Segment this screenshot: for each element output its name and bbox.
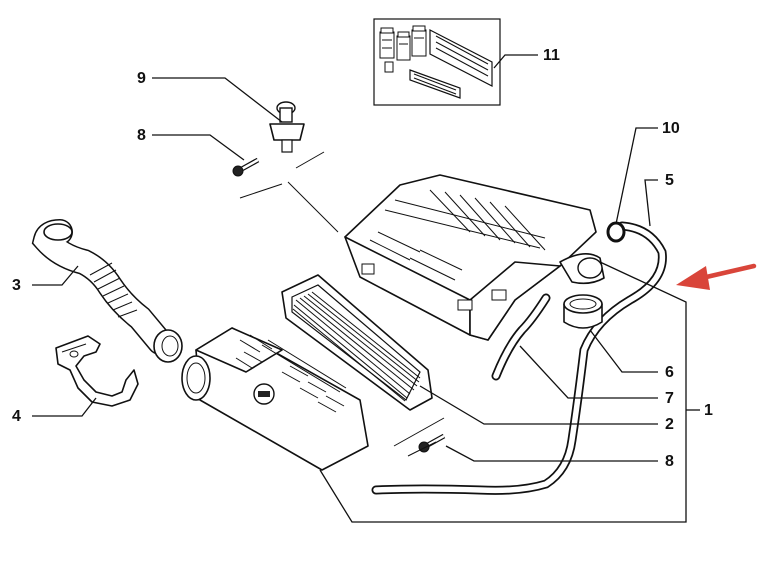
rubber-sleeve — [563, 294, 603, 329]
panel-air-filter — [281, 274, 433, 411]
bolt-upper — [232, 157, 260, 177]
intake-duct — [31, 219, 183, 363]
breather-hose-short — [491, 293, 551, 381]
part-labels: 9 8 3 4 11 10 5 6 7 2 1 8 — [12, 47, 713, 470]
label-part-7: 7 — [665, 390, 674, 407]
air-box-upper-housing — [344, 174, 605, 341]
mounting-bracket — [55, 335, 139, 407]
label-part-6: 6 — [665, 364, 674, 381]
label-part-10: 10 — [662, 120, 680, 137]
label-part-2: 2 — [665, 416, 674, 433]
hose-clip — [606, 221, 626, 243]
label-part-9: 9 — [137, 70, 146, 87]
label-part-1: 1 — [704, 402, 713, 419]
label-part-3: 3 — [12, 277, 21, 294]
label-part-11: 11 — [543, 47, 560, 64]
air-box-lower-housing — [181, 327, 369, 471]
assembly-guides — [239, 151, 445, 457]
label-part-8-lower: 8 — [665, 453, 674, 470]
leader-lines — [32, 54, 700, 523]
pressure-sensor — [269, 101, 305, 153]
red-pointer-arrow-icon — [676, 263, 757, 290]
label-part-5: 5 — [665, 172, 674, 189]
label-part-4: 4 — [12, 408, 21, 425]
filter-kit-inset — [373, 18, 501, 106]
label-part-8-upper: 8 — [137, 127, 146, 144]
breather-hose-long — [371, 221, 667, 495]
